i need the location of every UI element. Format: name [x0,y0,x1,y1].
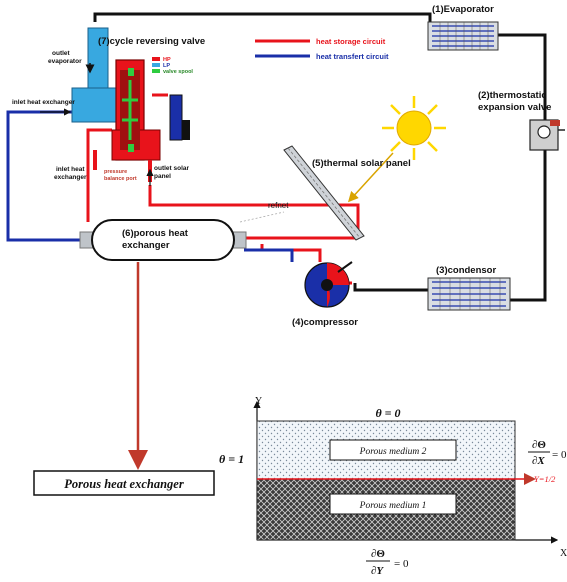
legend-heat-transfer: heat transfert circuit [316,52,389,61]
label-inlet-hx-top: inlet heat exchanger [12,99,75,106]
label-outlet-solar-1: outlet solar [154,165,190,172]
porous-heat-exchanger [79,219,247,261]
label-pressure-port-1: pressure [104,169,127,175]
label-reversing-valve: (7)cycle reversing valve [98,36,205,47]
label-expansion-valve-1: (2)thermostatic [478,90,547,101]
thermal-solar-panel [283,145,365,241]
label-outlet-evaporator-1: outlet [52,50,71,57]
bc-right: ∂Θ ∂X = 0 [528,439,567,467]
label-interface: Y=1/2 [534,474,556,484]
label-outlet-evaporator-2: evaporator [48,58,82,65]
legend-lp: LP [163,63,170,69]
detail-right-bc-val: = 0 [552,449,567,461]
label-condensor: (3)condensor [436,265,496,276]
label-inlet-hx-2: exchanger [54,174,87,181]
bc-bottom: ∂Θ ∂Y = 0 [366,548,409,577]
label-expansion-valve-2: expansion valve [478,102,551,113]
label-evaporator: (1)Evaporator [432,4,494,15]
legend-hp: HP [163,57,171,63]
axis-x-label: X [560,548,567,559]
label-compressor: (4)compressor [292,317,358,328]
label-outlet-solar-2: panel [154,173,171,180]
bc-left: θ = 1 [219,452,244,466]
porous-media-domain [253,400,559,544]
compressor [304,261,353,308]
detail-bottom-bc-num: ∂Θ [371,548,385,560]
bc-top: θ = 0 [375,406,400,420]
legend-heat-storage: heat storage circuit [316,37,386,46]
detail-right-bc-den: ∂X [532,455,545,467]
cycle-reversing-valve: HP LP valve spool [71,27,193,182]
label-pressure-port-2: balance port [104,176,137,182]
sun-icon [382,96,446,160]
label-porous-medium-1: Porous medium 1 [359,501,427,511]
legend-valve-spool: valve spool [163,69,193,75]
detail-title-box: Porous heat exchanger [33,470,215,496]
evaporator-coil [427,21,499,51]
label-porous-hx-1: (6)porous heat [122,228,189,239]
detail-title: Porous heat exchanger [64,477,184,491]
axis-y-label: Y [255,396,262,407]
circuit-legend: heat storage circuit heat transfert circ… [255,37,389,61]
label-inlet-hx-1: inlet heat [56,166,85,173]
condenser-coil [427,277,511,311]
label-solar-panel: (5)thermal solar panel [312,158,411,169]
label-porous-medium-2: Porous medium 2 [359,447,427,457]
label-refnet: refnet [268,201,289,210]
detail-bottom-bc-den: ∂Y [371,565,384,577]
detail-right-bc-num: ∂Θ [532,439,546,451]
detail-bottom-bc-val: = 0 [394,558,409,570]
label-porous-hx-2: exchanger [122,240,170,251]
expansion-valve [529,119,565,151]
